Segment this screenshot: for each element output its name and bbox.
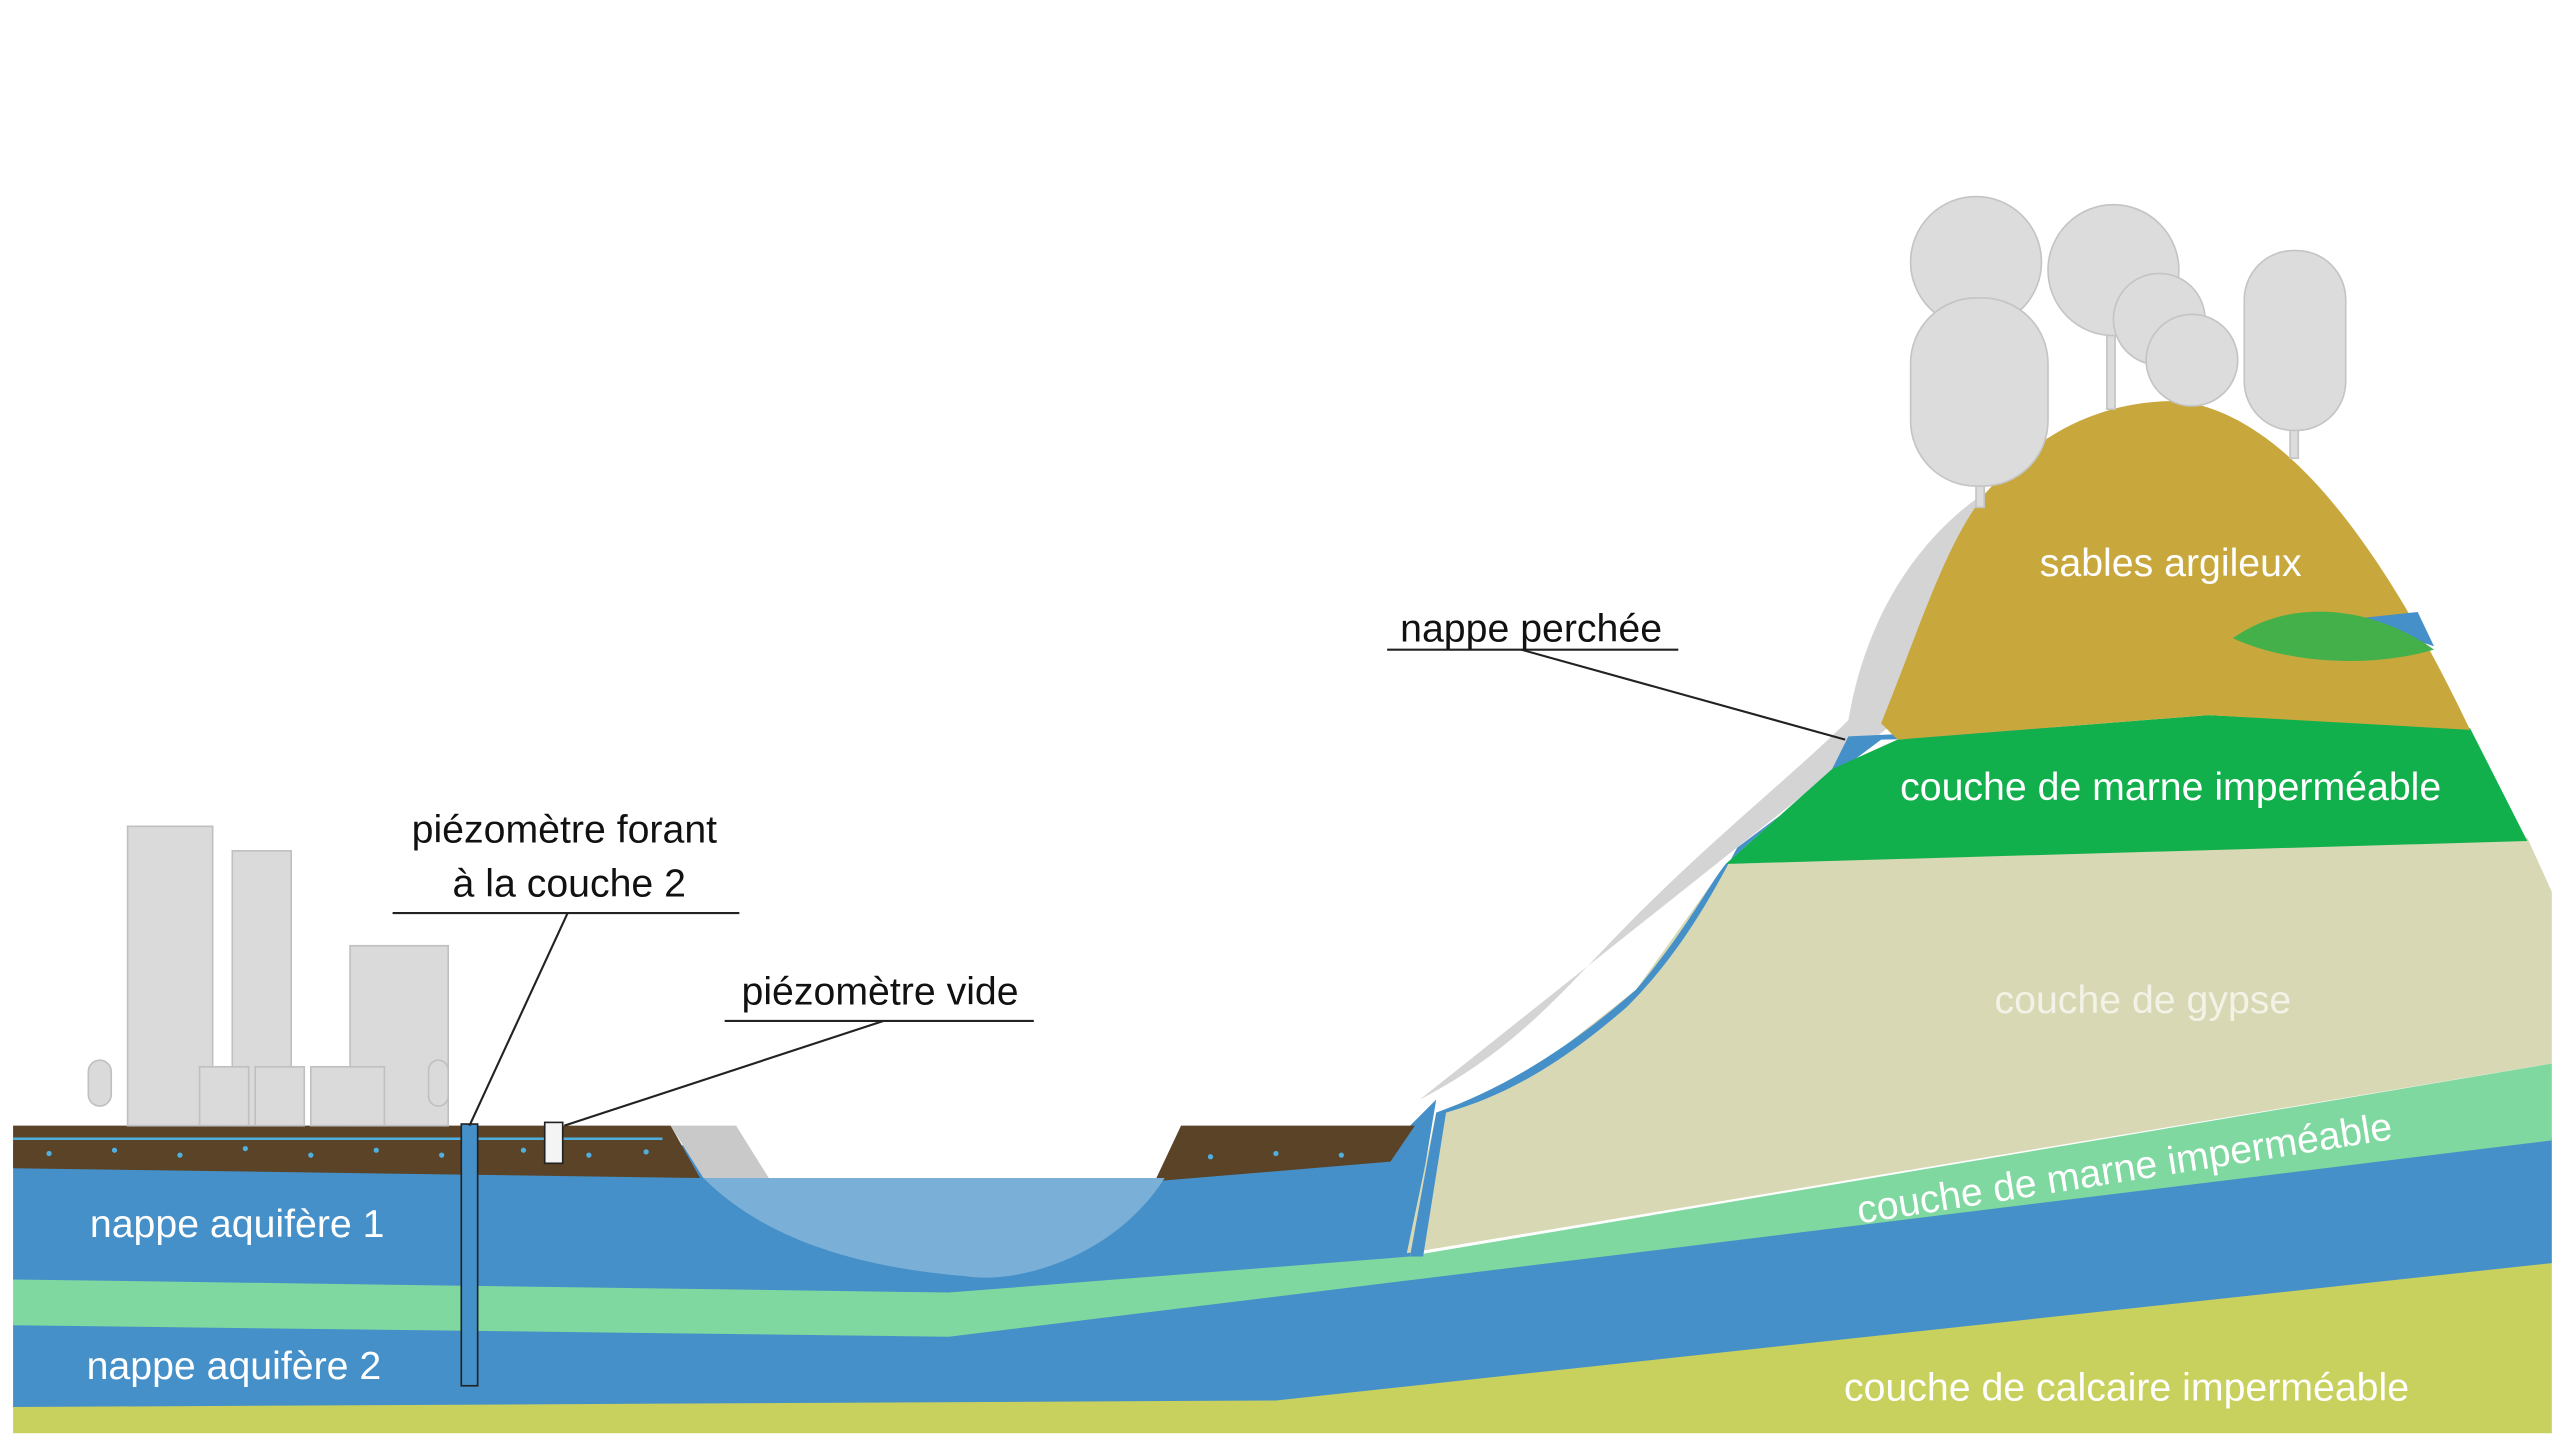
lake <box>703 1178 1165 1278</box>
piezometer-empty <box>543 1121 564 1165</box>
label-nappe-perchee: nappe perchée <box>1400 606 1662 650</box>
label-calcaire: couche de calcaire imperméable <box>1844 1365 2409 1409</box>
leader-lines <box>392 648 1846 1127</box>
label-piezometre-forant-2: à la couche 2 <box>453 862 686 906</box>
label-piezometre-forant-1: piézomètre forant <box>412 808 718 852</box>
soil-right <box>1154 1125 1415 1182</box>
gypse-layer <box>1406 837 2552 1254</box>
label-marne-upper: couche de marne imperméable <box>1900 765 2441 809</box>
calcaire-layer <box>13 1259 2552 1434</box>
label-aquifere-2: nappe aquifère 2 <box>87 1344 382 1388</box>
buildings <box>87 825 450 1127</box>
trees <box>1909 195 2347 509</box>
label-aquifere-1: nappe aquifère 1 <box>90 1202 385 1246</box>
label-piezometre-vide: piézomètre vide <box>742 970 1019 1014</box>
valley-bank <box>670 1125 769 1179</box>
marne-upper-layer <box>1725 715 2528 864</box>
marne-lower-layer <box>13 1063 2552 1337</box>
label-sables-argileux: sables argileux <box>2040 541 2302 585</box>
aquifer-2-layer <box>13 1137 2552 1408</box>
piezometer-deep <box>460 1123 479 1387</box>
hillside <box>1419 490 1988 1100</box>
perched-lens-green <box>2232 611 2435 661</box>
aquifer-dots <box>46 1145 1344 1160</box>
label-gypse: couche de gypse <box>1994 978 2291 1022</box>
